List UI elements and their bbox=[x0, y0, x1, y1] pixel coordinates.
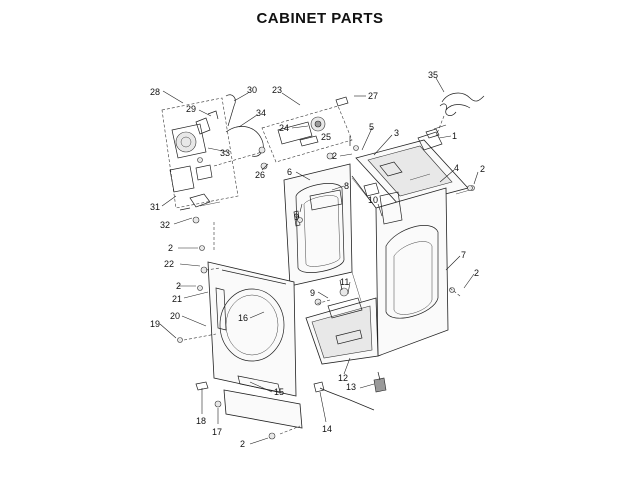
callout-5: 5 bbox=[369, 122, 374, 132]
callout-23: 23 bbox=[272, 85, 282, 95]
callout-14: 14 bbox=[322, 424, 332, 434]
callout-11: 11 bbox=[340, 277, 349, 287]
callout-3: 3 bbox=[394, 128, 399, 138]
callout-2: 2 bbox=[240, 439, 245, 449]
callout-10: 10 bbox=[368, 195, 378, 205]
callout-33: 33 bbox=[220, 148, 230, 158]
callout-2: 2 bbox=[474, 268, 479, 278]
callout-13: 13 bbox=[346, 382, 356, 392]
callout-labels: 28 29 30 34 23 27 24 25 35 1 3 5 2 33 26… bbox=[150, 70, 485, 449]
part-inlet-hose bbox=[313, 381, 375, 411]
callout-19: 19 bbox=[150, 319, 160, 329]
callout-29: 29 bbox=[186, 104, 196, 114]
callout-16: 16 bbox=[238, 313, 248, 323]
part-leveling-leg bbox=[373, 371, 387, 393]
callout-2: 2 bbox=[332, 151, 337, 161]
callout-32: 32 bbox=[160, 220, 170, 230]
page-title: CABINET PARTS bbox=[256, 10, 384, 27]
part-pump-assembly bbox=[258, 96, 353, 163]
callout-4: 4 bbox=[454, 163, 459, 173]
callout-20: 20 bbox=[170, 311, 180, 321]
callout-17: 17 bbox=[212, 427, 222, 437]
part-toe-panel bbox=[223, 389, 303, 429]
callout-28: 28 bbox=[150, 87, 160, 97]
callout-9: 9 bbox=[294, 212, 299, 222]
callout-24: 24 bbox=[279, 123, 289, 133]
callout-6: 6 bbox=[287, 167, 292, 177]
callout-21: 21 bbox=[172, 294, 182, 304]
callout-8: 8 bbox=[344, 181, 349, 191]
callout-2: 2 bbox=[176, 281, 181, 291]
callout-31: 31 bbox=[150, 202, 160, 212]
callout-2: 2 bbox=[168, 243, 173, 253]
callout-34: 34 bbox=[256, 108, 266, 118]
callout-12: 12 bbox=[338, 373, 348, 383]
part-wire-harness bbox=[439, 92, 485, 116]
part-front-panel bbox=[207, 261, 297, 397]
callout-25: 25 bbox=[321, 132, 331, 142]
assembly-guidelines bbox=[183, 115, 461, 435]
callout-27: 27 bbox=[368, 91, 378, 101]
callout-35: 35 bbox=[428, 70, 438, 80]
callout-1: 1 bbox=[452, 131, 457, 141]
part-rear-panel bbox=[283, 163, 353, 287]
callout-30: 30 bbox=[247, 85, 257, 95]
leader-lines bbox=[159, 77, 479, 445]
callout-18: 18 bbox=[196, 416, 206, 426]
callout-7: 7 bbox=[461, 250, 466, 260]
part-motor-assembly bbox=[161, 94, 264, 211]
callout-2: 2 bbox=[480, 164, 485, 174]
part-cabinet-body bbox=[351, 175, 449, 357]
callout-15: 15 bbox=[274, 387, 284, 397]
callout-26: 26 bbox=[255, 170, 265, 180]
part-base bbox=[305, 279, 379, 365]
callout-22: 22 bbox=[164, 259, 174, 269]
callout-9: 9 bbox=[310, 288, 315, 298]
